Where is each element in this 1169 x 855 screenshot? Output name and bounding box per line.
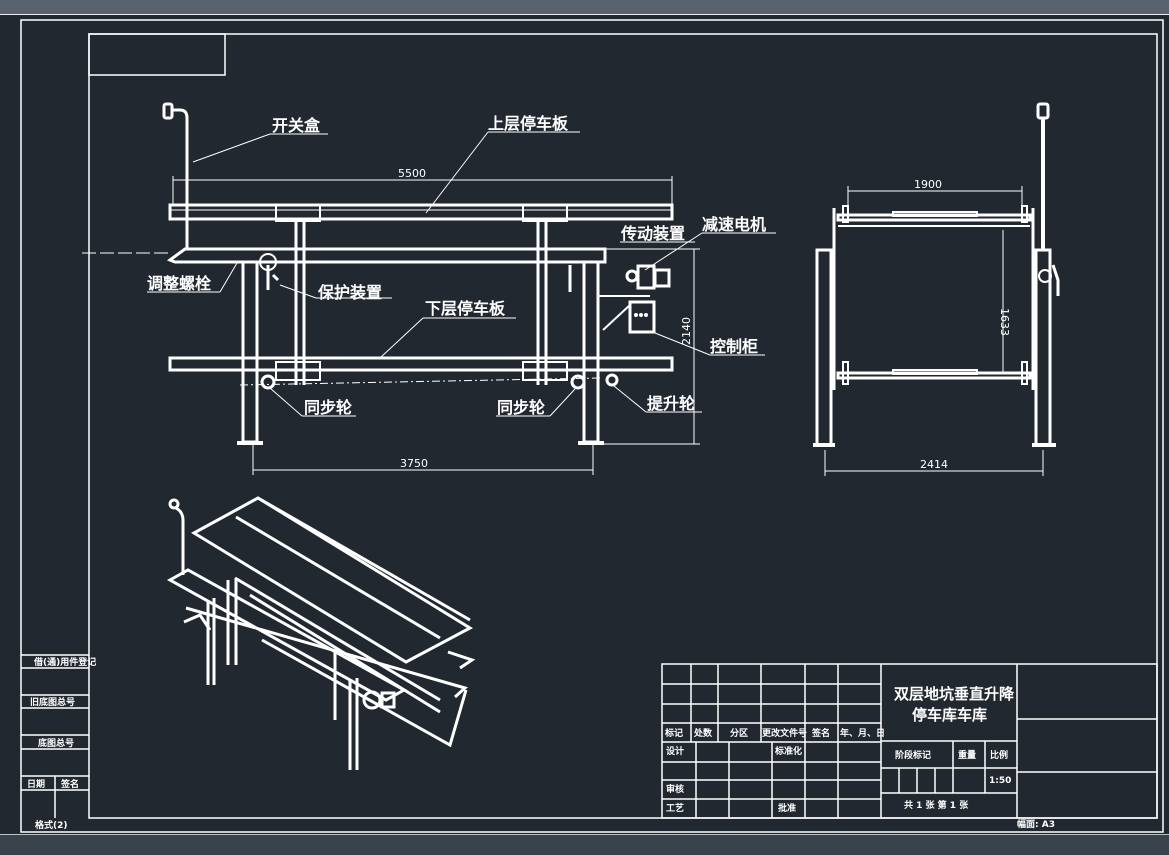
label-switch-box: 开关盒 xyxy=(272,116,321,135)
left-strip-date: 日期 xyxy=(27,778,45,790)
tb-process: 工艺 xyxy=(666,802,684,814)
tb-sheet-size: 幅面: A3 xyxy=(1017,818,1055,830)
label-control-cabinet: 控制柜 xyxy=(710,337,758,356)
label-upper-platform: 上层停车板 xyxy=(488,114,569,133)
dim-1900: 1900 xyxy=(914,178,942,191)
tb-scale: 比例 xyxy=(990,749,1008,761)
tb-design: 设计 xyxy=(666,745,684,757)
th-zone: 分区 xyxy=(730,727,748,739)
left-strip-row-2: 旧底图总号 xyxy=(30,696,75,708)
inner-border xyxy=(88,33,1158,819)
label-protection-device: 保护装置 xyxy=(317,283,382,302)
sync-wheel-right xyxy=(570,374,586,390)
tb-review: 审核 xyxy=(666,783,684,795)
tb-stage-mark: 阶段标记 xyxy=(895,749,931,761)
drawing-title-line-2: 停车库车库 xyxy=(912,706,987,724)
side-column-left xyxy=(815,248,833,447)
dim-1633: 1633 xyxy=(998,308,1011,336)
status-bar xyxy=(0,834,1169,855)
column-right xyxy=(582,260,600,444)
tb-standardization: 标准化 xyxy=(774,745,802,757)
sync-wheel-left xyxy=(260,374,276,390)
left-strip xyxy=(21,654,89,818)
upper-platform-beam xyxy=(168,203,674,221)
th-date: 年、月、日 xyxy=(840,727,885,739)
label-adjust-bolt: 调整螺栓 xyxy=(147,274,212,293)
label-gear-motor: 减速电机 xyxy=(702,215,766,234)
left-strip-sign: 签名 xyxy=(60,778,79,790)
dim-5500: 5500 xyxy=(398,167,426,180)
title-block-grid xyxy=(661,663,1158,819)
tb-scale-value: 1:50 xyxy=(989,776,1011,786)
front-view: 5500 3750 2140 xyxy=(82,102,776,475)
outer-border xyxy=(20,19,1164,833)
left-strip-row-3: 底图总号 xyxy=(38,737,74,749)
switch-box xyxy=(162,102,174,120)
side-column-right xyxy=(1034,248,1052,447)
label-sync-wheel-right: 同步轮 xyxy=(497,398,545,417)
switch-box-pole xyxy=(172,108,189,248)
label-transmission: 传动装置 xyxy=(620,224,685,243)
lift-wheel xyxy=(605,373,619,387)
th-count: 处数 xyxy=(693,727,713,739)
th-change-doc: 更改文件号 xyxy=(762,727,807,739)
dim-2414: 2414 xyxy=(920,458,948,471)
isometric-view xyxy=(166,496,476,770)
side-view: 1900 1633 2414 xyxy=(813,102,1060,476)
control-cabinet xyxy=(628,300,656,334)
tb-weight: 重量 xyxy=(958,749,976,761)
format-label: 格式(2) xyxy=(35,819,68,831)
protection-device xyxy=(266,265,280,290)
lower-platform-beam xyxy=(168,356,674,372)
dim-3750: 3750 xyxy=(400,457,428,470)
corner-code-box xyxy=(88,33,226,76)
column-left xyxy=(241,260,259,444)
ground-frame xyxy=(166,247,607,264)
label-sync-wheel-left: 同步轮 xyxy=(304,398,352,417)
th-sign: 签名 xyxy=(811,727,830,739)
drawing-title-line-1: 双层地坑垂直升降 xyxy=(894,685,1015,703)
label-lift-wheel: 提升轮 xyxy=(647,394,695,413)
dim-2140: 2140 xyxy=(680,317,693,345)
left-strip-row-1: 借(通)用件登记 xyxy=(33,656,96,668)
top-toolbar-bar xyxy=(0,0,1169,15)
tb-sheets: 共 1 张 第 1 张 xyxy=(904,799,969,811)
th-mark: 标记 xyxy=(664,727,683,739)
label-lower-platform: 下层停车板 xyxy=(425,299,506,318)
tb-approve: 批准 xyxy=(778,802,796,814)
